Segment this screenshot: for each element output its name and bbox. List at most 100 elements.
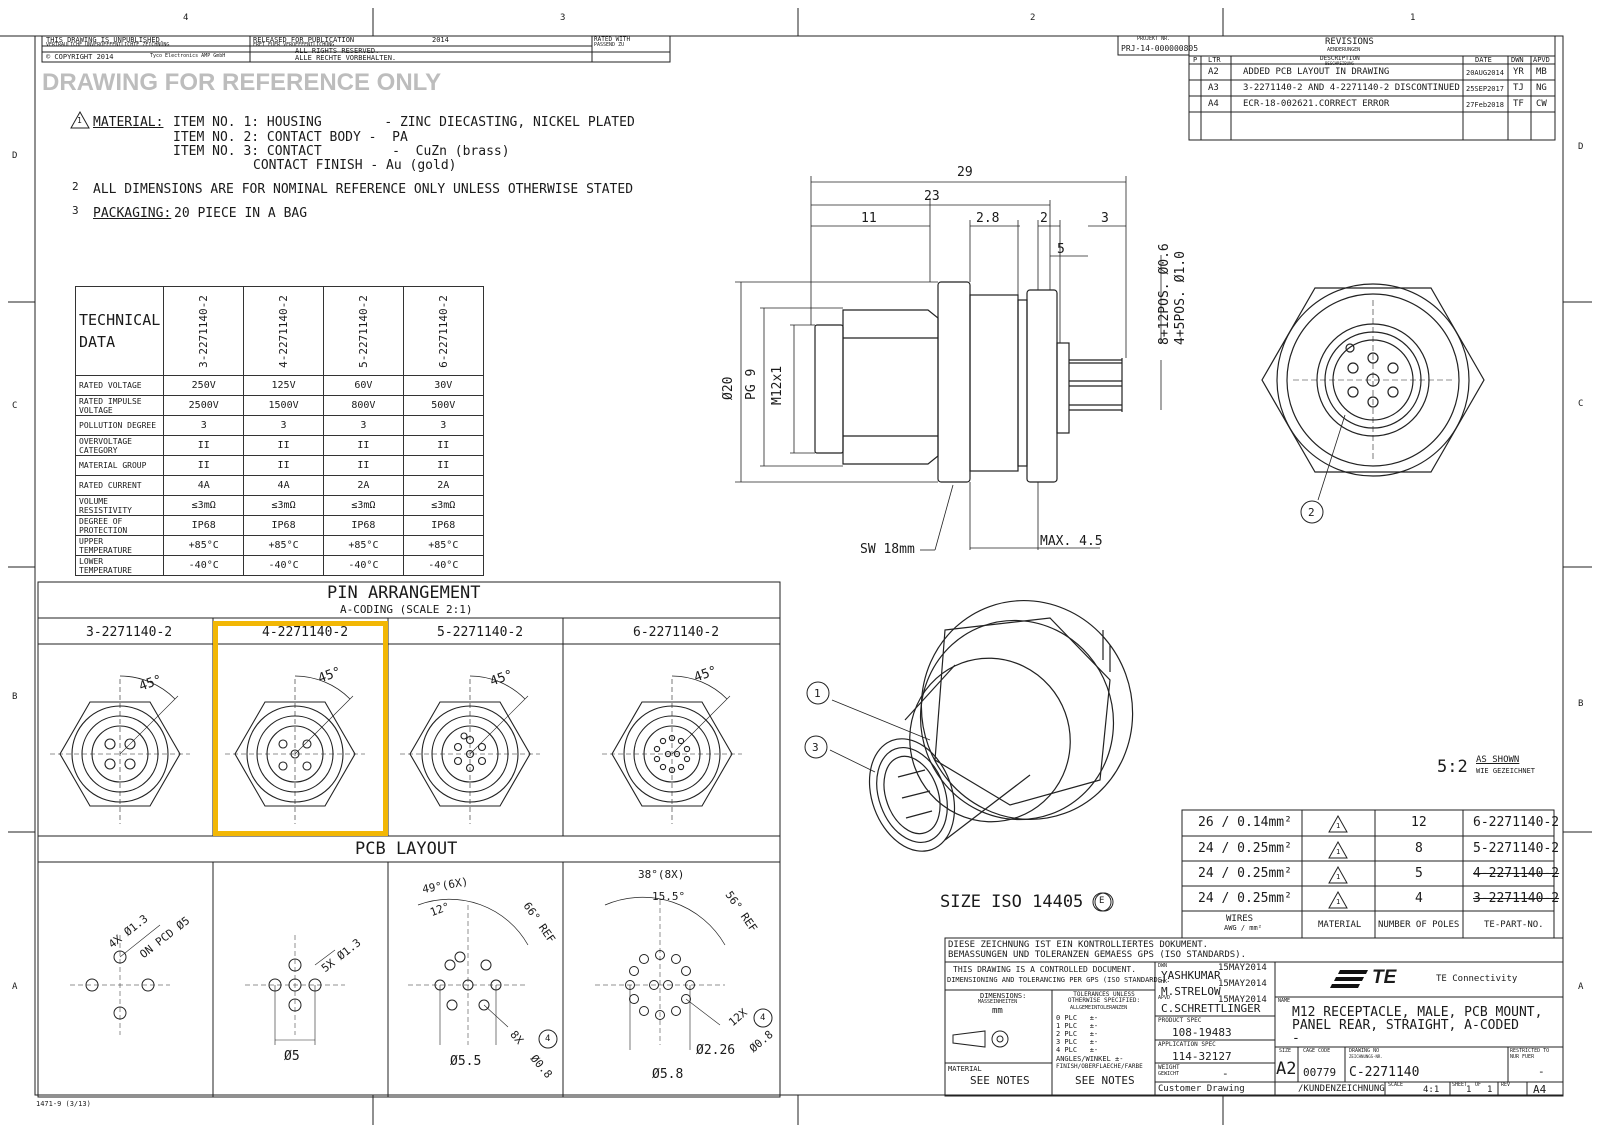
tech-label: VOLUME RESISTIVITY	[74, 495, 165, 516]
tech-row: LOWER TEMPERATURE-40°C-40°C-40°C-40°C	[74, 555, 484, 576]
chk-date: 15MAY2014	[1218, 979, 1267, 989]
variant-head-part: TE-PART-NO.	[1484, 920, 1544, 930]
tech-value: IP68	[402, 515, 484, 536]
material-item-2: ITEM NO. 2: CONTACT BODY - PA	[173, 130, 408, 145]
controlled-de-2: BEMASSUNGEN UND TOLERANZEN GEMAESS GPS (…	[948, 950, 1247, 960]
tech-value: +85°C	[243, 535, 324, 556]
sheet-value: 1	[1466, 1085, 1472, 1095]
callout-2: 2	[1308, 506, 1315, 519]
dim-pg9: PG 9	[744, 368, 759, 400]
dim-m12: M12x1	[770, 365, 785, 405]
tech-value: -40°C	[323, 555, 404, 576]
size-note: SIZE ISO 14405	[940, 892, 1084, 912]
scale-shown-de: WIE GEZEICHNET	[1476, 767, 1536, 775]
pin-dia-a: 8+12POS. Ø0.6	[1157, 243, 1172, 345]
unpublished-note: THIS DRAWING IS UNPUBLISHED.	[46, 36, 165, 44]
rated-with: RATED WITH	[594, 36, 631, 43]
tol-angles: ANGLES/WINKEL ±-	[1056, 1055, 1124, 1063]
dim-d20: Ø20	[721, 376, 736, 400]
variant-part-3: 4-2271140-2	[1473, 866, 1560, 881]
tech-value: 2A	[323, 475, 404, 496]
variant-head-wires: WIRES	[1226, 914, 1254, 924]
variant-wires-1: 26 / 0.14mm²	[1198, 815, 1292, 830]
highlight-box	[213, 621, 388, 836]
variant-warn-4: 1	[1336, 898, 1341, 906]
variant-warn-1: 1	[1336, 822, 1341, 830]
zone-top-1: 1	[1410, 13, 1416, 23]
tech-label: UPPER TEMPERATURE	[74, 535, 165, 556]
zone-left-c: C	[12, 401, 18, 411]
tech-value: ≤3mΩ	[163, 495, 245, 516]
view-symbol	[952, 1030, 1009, 1048]
tol-row-4: 4 PLC ±-	[1056, 1046, 1099, 1054]
variant-wires-4: 24 / 0.25mm²	[1198, 891, 1292, 906]
rev-a3-dwn: TJ	[1513, 83, 1524, 93]
tech-value: +85°C	[402, 535, 484, 556]
material-label: MATERIAL:	[93, 115, 164, 130]
tol-row-2: 2 PLC ±-	[1056, 1030, 1099, 1038]
tech-value: +85°C	[323, 535, 404, 556]
variant-poles-3: 5	[1415, 866, 1423, 881]
project-number: PRJ-14-000000805	[1121, 44, 1199, 53]
customer-drawing: Customer Drawing	[1158, 1084, 1245, 1094]
sheet-label: SHEET	[1452, 1082, 1468, 1088]
scale-value: 4:1	[1423, 1085, 1440, 1095]
packaging-label: PACKAGING:	[93, 206, 172, 221]
rev-a2-date: 20AUG2014	[1466, 69, 1504, 77]
tech-part-4-label: 6-2271140-2	[436, 294, 450, 368]
tech-value: +85°C	[163, 535, 245, 556]
zone-right-b: B	[1578, 699, 1584, 709]
rev-a3-desc: 3-2271140-2 AND 4-2271140-2 DISCONTINUED	[1243, 83, 1460, 93]
tech-part-2-label: 4-2271140-2	[277, 294, 291, 368]
tech-label: RATED VOLTAGE	[74, 375, 165, 396]
pin-part-2: 4-2271140-2	[262, 625, 349, 640]
rev-a4-dwn: TF	[1513, 99, 1524, 109]
app-spec: 114-32127	[1172, 1050, 1232, 1063]
note2-mark: 2	[72, 180, 79, 193]
app-spec-label: APPLICATION SPEC	[1158, 1041, 1216, 1048]
tech-value: 2A	[402, 475, 484, 496]
variant-poles-4: 4	[1415, 891, 1423, 906]
released-note: RELEASED FOR PUBLICATION	[253, 36, 355, 44]
tech-value: IP68	[243, 515, 324, 536]
apvd-name: C.SCHRETTLINGER	[1161, 1002, 1261, 1015]
variant-warn-2: 1	[1336, 848, 1341, 856]
prod-spec-label: PRODUCT SPEC	[1158, 1017, 1202, 1024]
revisions-title-de: AENDERUNGEN	[1327, 47, 1361, 53]
tech-value: IP68	[323, 515, 404, 536]
rev-head-desc: DESCRIPTION	[1320, 55, 1360, 62]
controlled-de-1: DIESE ZEICHNUNG IST EIN KONTROLLIERTES D…	[948, 940, 1209, 950]
release-year: 2014	[432, 36, 449, 44]
revisions-title: REVISIONS	[1325, 37, 1374, 47]
dim-5: 5	[1057, 242, 1065, 257]
variant-part-2: 5-2271140-2	[1473, 841, 1560, 856]
material-item-1: ITEM NO. 1: HOUSING - ZINC DIECASTING, N…	[173, 115, 635, 130]
tech-value: 125V	[243, 375, 324, 396]
title-block-grid	[944, 937, 1564, 1097]
scale-label: SCALE	[1388, 1082, 1404, 1088]
dwn-date: 15MAY2014	[1218, 963, 1267, 973]
tech-value: 60V	[323, 375, 404, 396]
size-mark: E	[1099, 896, 1105, 906]
isometric-view-drawing	[829, 599, 1134, 852]
pin-part-4: 6-2271140-2	[633, 625, 720, 640]
rev-a3-date: 25SEP2017	[1466, 85, 1504, 93]
tech-value: 800V	[323, 395, 404, 416]
rev-head-desc-de: BESCHREIBUNG	[1325, 61, 1354, 66]
pcb3-mark: 4	[545, 1034, 551, 1044]
zone-left-d: D	[12, 151, 18, 161]
pcb4-mark: 4	[760, 1013, 766, 1023]
tech-label: POLLUTION DEGREE	[74, 415, 165, 436]
tech-value: II	[323, 435, 404, 456]
rights-note: ALL RIGHTS RESERVED.	[295, 47, 380, 55]
side-view-drawing	[735, 176, 1162, 551]
tech-title-1: TECHNICAL	[79, 311, 161, 329]
tech-value: 500V	[402, 395, 484, 416]
pin-part-1: 3-2271140-2	[86, 625, 173, 640]
material-item-4: CONTACT FINISH - Au (gold)	[253, 158, 457, 173]
